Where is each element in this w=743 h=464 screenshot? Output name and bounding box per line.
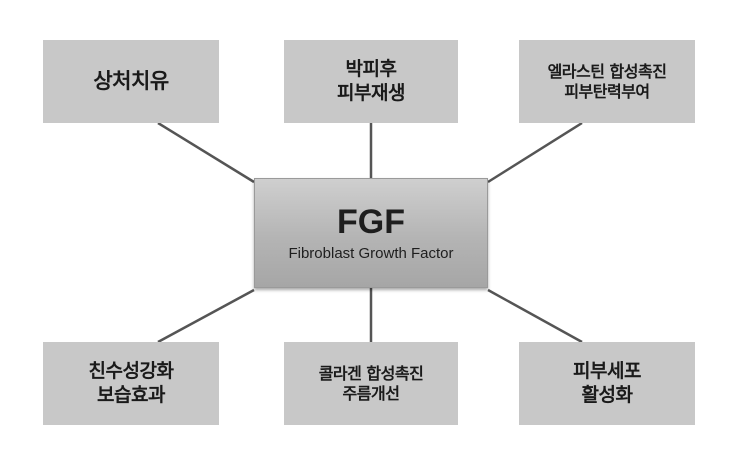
node-label-line2: 피부탄력부여 — [564, 81, 650, 101]
node-label-line2: 보습효과 — [97, 383, 165, 406]
node-collagen-synthesis: 콜라겐 합성촉진 주름개선 — [284, 342, 458, 425]
node-label-line1: 피부세포 — [573, 359, 641, 382]
node-label: 상처치유 — [93, 69, 169, 94]
node-label-line1: 박피후 — [345, 57, 397, 80]
node-label-line2: 주름개선 — [342, 383, 400, 403]
node-hydrophilicity-moisture: 친수성강화 보습효과 — [43, 342, 219, 425]
center-subtitle: Fibroblast Growth Factor — [288, 245, 454, 263]
node-label-line1: 친수성강화 — [88, 359, 174, 382]
node-label-line1: 엘라스틴 합성촉진 — [547, 61, 667, 81]
connector-b6 — [487, 288, 583, 344]
node-post-peel-regeneration: 박피후 피부재생 — [284, 40, 458, 123]
node-label-line2: 활성화 — [581, 383, 633, 406]
node-skin-cell-activation: 피부세포 활성화 — [519, 342, 695, 425]
node-elastin-synthesis: 엘라스틴 합성촉진 피부탄력부여 — [519, 40, 695, 123]
center-node-fgf: FGF Fibroblast Growth Factor — [254, 178, 488, 288]
node-label-line1: 콜라겐 합성촉진 — [318, 363, 424, 383]
connector-b4 — [157, 288, 255, 344]
connector-b1 — [157, 121, 255, 184]
node-wound-healing: 상처치유 — [43, 40, 219, 123]
center-title: FGF — [337, 202, 405, 241]
connector-b3 — [487, 121, 583, 184]
node-label-line2: 피부재생 — [337, 81, 405, 104]
